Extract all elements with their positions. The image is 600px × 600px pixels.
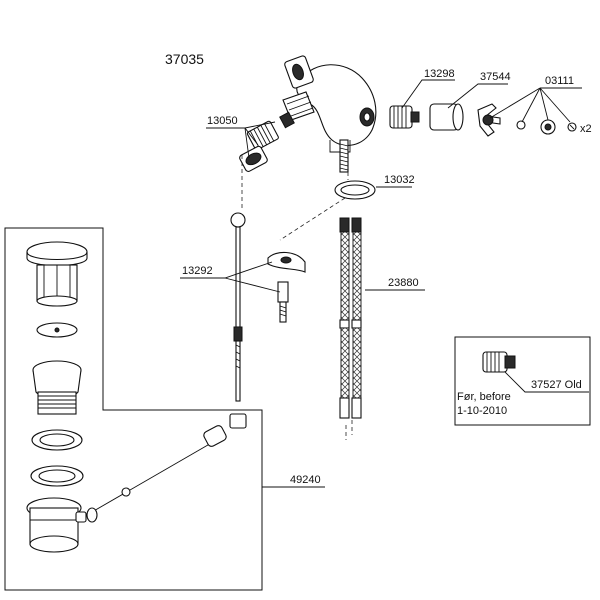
- inset-note-line1: Før, before: [457, 391, 511, 403]
- popup-plug: [26, 241, 88, 307]
- screw: [567, 122, 577, 132]
- callout-49240: 49240: [290, 474, 321, 486]
- popup-knob: [284, 55, 314, 89]
- handle-cap-small: [516, 120, 526, 130]
- waste-assembly-frame: [4, 227, 263, 591]
- lift-rod: [230, 212, 246, 402]
- aerator-assembly: [239, 111, 295, 172]
- callout-13032: 13032: [384, 174, 415, 186]
- old-cartridge-37527: [482, 351, 516, 373]
- inset-note-line2: 1-10-2010: [457, 405, 507, 417]
- callout-13050: 13050: [207, 115, 238, 127]
- callout-37544: 37544: [480, 71, 511, 83]
- callout-13292: 13292: [182, 265, 213, 277]
- threaded-stud: [339, 139, 349, 173]
- callout-13298: 13298: [424, 68, 455, 80]
- guide-line: [279, 197, 346, 241]
- sleeve-37544: [429, 103, 464, 131]
- braided-hose-right: [351, 217, 362, 419]
- callout-23880: 23880: [388, 277, 419, 289]
- braided-hose-left: [339, 217, 350, 419]
- callout-37527: 37527 Old: [531, 379, 582, 391]
- cartridge-13298: [389, 105, 420, 129]
- cross-handle: [477, 103, 501, 137]
- horizontal-pull-rod: [86, 413, 247, 523]
- waste-flange: [32, 360, 82, 415]
- diagram-title: 37035: [165, 51, 204, 67]
- washer-13032: [334, 180, 376, 200]
- waste-washer-lower: [30, 465, 84, 487]
- callout-x2: x2: [580, 123, 592, 135]
- plug-seal-disc: [36, 322, 78, 338]
- index-button: [540, 119, 556, 135]
- waste-body: [26, 497, 87, 553]
- callout-03111: 03111: [545, 75, 574, 87]
- inset-old-part-frame: [454, 336, 591, 426]
- fixing-stud-13292: [277, 281, 289, 323]
- leader-lines: [180, 79, 589, 488]
- fixing-plate-13292: [267, 251, 306, 273]
- waste-washer-upper: [31, 429, 83, 451]
